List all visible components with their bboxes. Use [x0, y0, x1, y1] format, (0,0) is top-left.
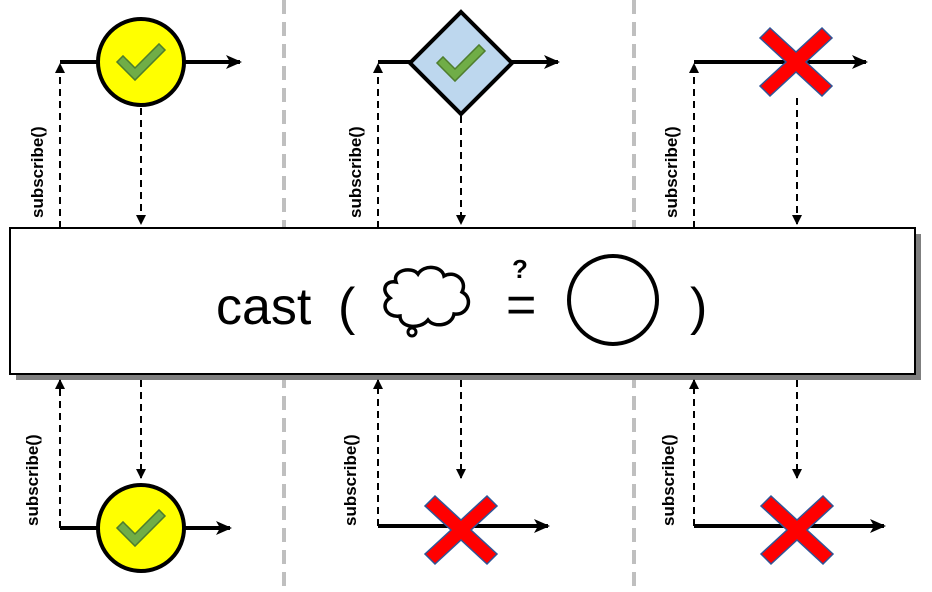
column-1-downstream: subscribe()	[23, 379, 232, 573]
subscribe-label: subscribe()	[23, 434, 42, 526]
error-icon	[760, 495, 834, 565]
column-3-upstream: subscribe()	[662, 27, 868, 228]
column-1-upstream: subscribe()	[28, 17, 242, 228]
thought-cloud-icon	[383, 265, 471, 338]
column-2-upstream: subscribe()	[346, 9, 560, 228]
subscribe-label: subscribe()	[28, 126, 47, 218]
target-type-circle	[567, 254, 659, 346]
equals-sign: =	[506, 276, 536, 334]
question-mark: ?	[512, 254, 528, 284]
column-2-downstream: subscribe()	[341, 379, 550, 565]
open-paren: (	[338, 278, 356, 336]
error-icon	[424, 495, 498, 565]
subscribe-label: subscribe()	[346, 126, 365, 218]
subscribe-label: subscribe()	[662, 126, 681, 218]
subscribe-label: subscribe()	[341, 434, 360, 526]
operator-name: cast	[216, 278, 312, 336]
subscribe-label: subscribe()	[659, 434, 678, 526]
column-3-downstream: subscribe()	[659, 379, 886, 565]
operator-box: cast ( ? = )	[9, 227, 921, 380]
close-paren: )	[690, 278, 707, 336]
